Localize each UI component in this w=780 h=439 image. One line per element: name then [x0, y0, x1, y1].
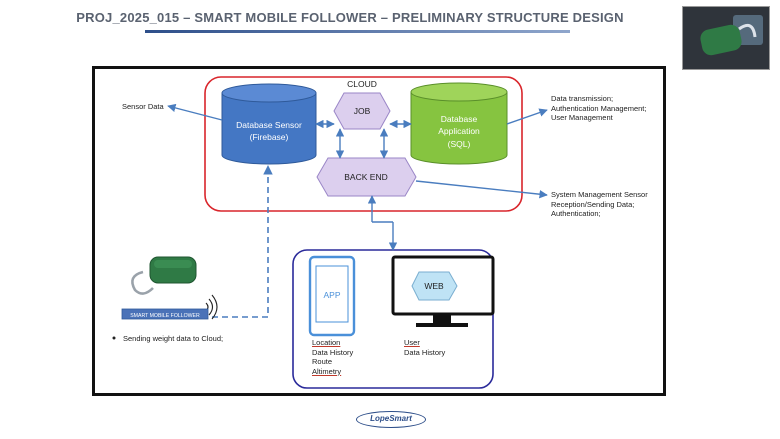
data-tx-line-1: Data transmission; — [551, 94, 614, 103]
sys-mgmt-line-1: System Management Sensor — [551, 190, 648, 199]
db-sensor-label-2: (Firebase) — [250, 132, 289, 142]
web-feature-data-history: Data History — [404, 347, 446, 357]
bullet-dot — [112, 336, 116, 340]
arrow-system-management — [415, 180, 548, 199]
sys-mgmt-line-3: Authentication; — [551, 209, 601, 218]
backend-label: BACK END — [344, 172, 387, 182]
device-photo — [682, 6, 770, 70]
data-transmission-notes: Data transmission; Authentication Manage… — [551, 94, 646, 123]
app-feature-list: Location Data History Route Altimetry — [312, 338, 353, 376]
lopesmart-logo: LopeSmart — [356, 411, 426, 428]
device-label-box — [121, 308, 209, 320]
device-label: SMART MOBILE FOLLOWER — [130, 313, 200, 319]
system-management-notes: System Management Sensor Reception/Sendi… — [551, 190, 648, 219]
data-tx-line-2: Authentication Management; — [551, 103, 647, 113]
web-feature-user: User — [404, 338, 420, 347]
page-title: PROJ_2025_015 – SMART MOBILE FOLLOWER – … — [76, 10, 624, 25]
db-app-label-1: Database — [441, 114, 478, 124]
sensor-data-label: Sensor Data — [122, 102, 164, 111]
device-illustration — [131, 256, 197, 295]
database-application-cylinder — [410, 82, 508, 165]
app-feature-route: Route — [312, 357, 333, 366]
app-feature-location: Location — [312, 338, 341, 347]
sending-weight-note: Sending weight data to Cloud; — [123, 334, 224, 343]
title-underline — [145, 30, 570, 33]
cloud-label: CLOUD — [347, 79, 377, 89]
web-hexagon — [411, 271, 458, 301]
arrow-data-transmission — [506, 108, 548, 125]
web-feature-list: User Data History — [404, 338, 445, 357]
carabiner — [738, 23, 757, 38]
job-label: JOB — [354, 106, 371, 116]
db-app-label-3: (SQL) — [448, 139, 471, 149]
dashed-device-link — [212, 165, 273, 318]
db-sensor-label-1: Database Sensor — [236, 120, 302, 130]
app-label: APP — [323, 290, 340, 300]
phone-icon — [308, 255, 356, 337]
cloud-boundary — [204, 76, 523, 212]
web-label: WEB — [424, 281, 444, 291]
diagram-frame — [92, 66, 666, 396]
app-feature-data-history: Data History — [312, 347, 354, 357]
device-body — [700, 24, 742, 56]
db-app-label-2: Application — [438, 126, 480, 136]
device-photo-image — [683, 7, 769, 69]
backend-hexagon — [316, 157, 417, 197]
arrow-sensor-data — [167, 103, 223, 121]
monitor-icon — [391, 255, 495, 327]
database-sensor-cylinder — [221, 83, 317, 165]
app-feature-altimetry: Altimetry — [312, 366, 342, 376]
data-tx-line-3: User Management — [551, 113, 613, 122]
sys-mgmt-line-2: Reception/Sending Data; — [551, 199, 635, 209]
